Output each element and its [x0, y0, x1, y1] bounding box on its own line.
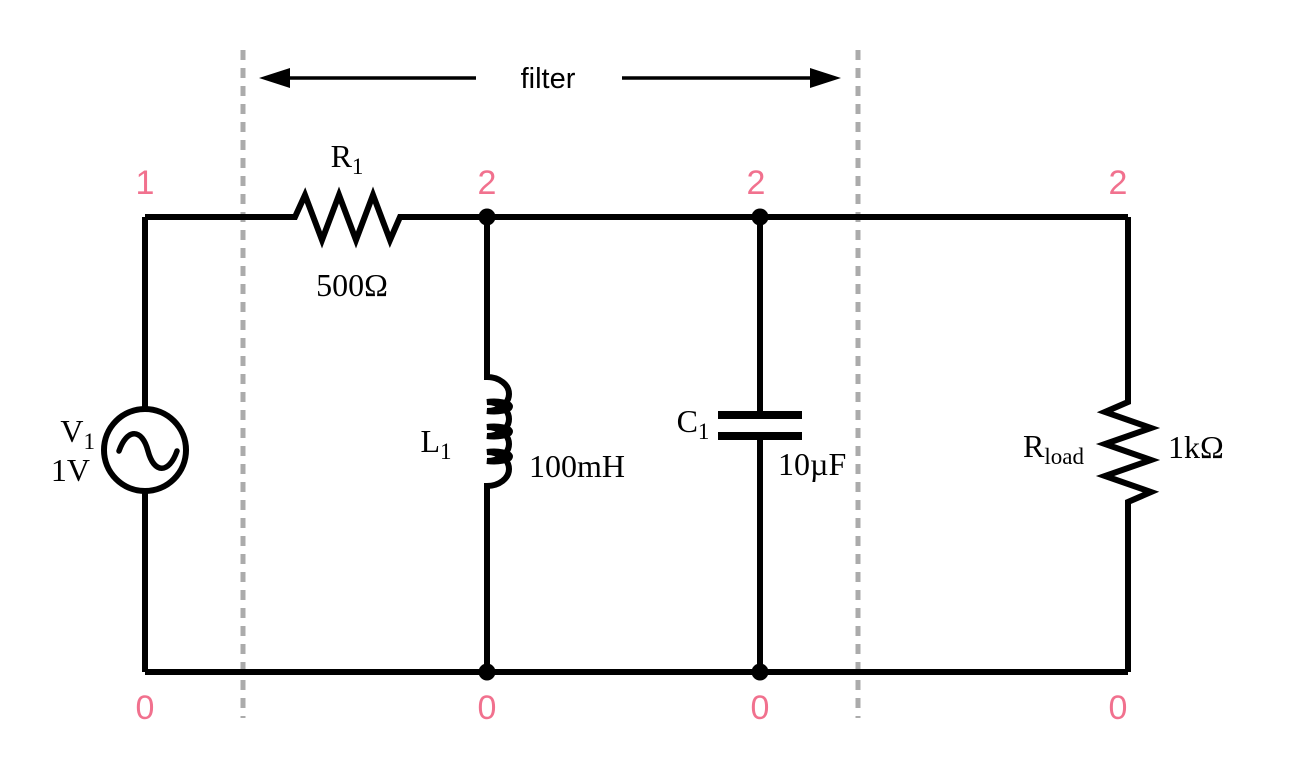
- junction-dot-node2-top-right: [751, 208, 769, 226]
- sine-wave-icon: [116, 431, 180, 471]
- node-label-0-c: 0: [751, 689, 770, 727]
- voltage-source-value: 1V: [51, 452, 90, 488]
- junction-dot-node2-top-left: [478, 208, 496, 226]
- filter-arrow-right-head-icon: [810, 68, 841, 88]
- node-label-0-b: 0: [478, 689, 497, 727]
- node-label-1: 1: [136, 164, 155, 202]
- resistor-rload-value: 1kΩ: [1168, 429, 1224, 465]
- filter-arrow-left-head-icon: [259, 68, 290, 88]
- voltage-source-circle-icon: [101, 406, 189, 494]
- node-label-0-d: 0: [1109, 689, 1128, 727]
- inductor-l1-designator: L1: [420, 423, 451, 464]
- voltage-source-designator: V1: [60, 413, 95, 454]
- node-label-2-a: 2: [478, 164, 497, 202]
- inductor-l1-symbol: [484, 217, 513, 672]
- capacitor-c1-designator: C1: [677, 403, 710, 444]
- inductor-l1-value: 100mH: [529, 448, 625, 484]
- capacitor-c1-value: 10µF: [778, 446, 846, 482]
- node-label-2-c: 2: [1109, 164, 1128, 202]
- resistor-rload-symbol: [1095, 217, 1161, 672]
- resistor-r1-value: 500Ω: [316, 267, 388, 303]
- filter-label: filter: [521, 63, 576, 95]
- resistor-r1-symbol: [145, 186, 1128, 249]
- node-label-0-a: 0: [136, 689, 155, 727]
- junction-dot-node0-bottom-left: [478, 663, 496, 681]
- junction-dot-node0-bottom-right: [751, 663, 769, 681]
- resistor-r1-designator: R1: [331, 138, 364, 179]
- node-label-2-b: 2: [747, 164, 766, 202]
- resistor-rload-designator: Rload: [1023, 428, 1084, 469]
